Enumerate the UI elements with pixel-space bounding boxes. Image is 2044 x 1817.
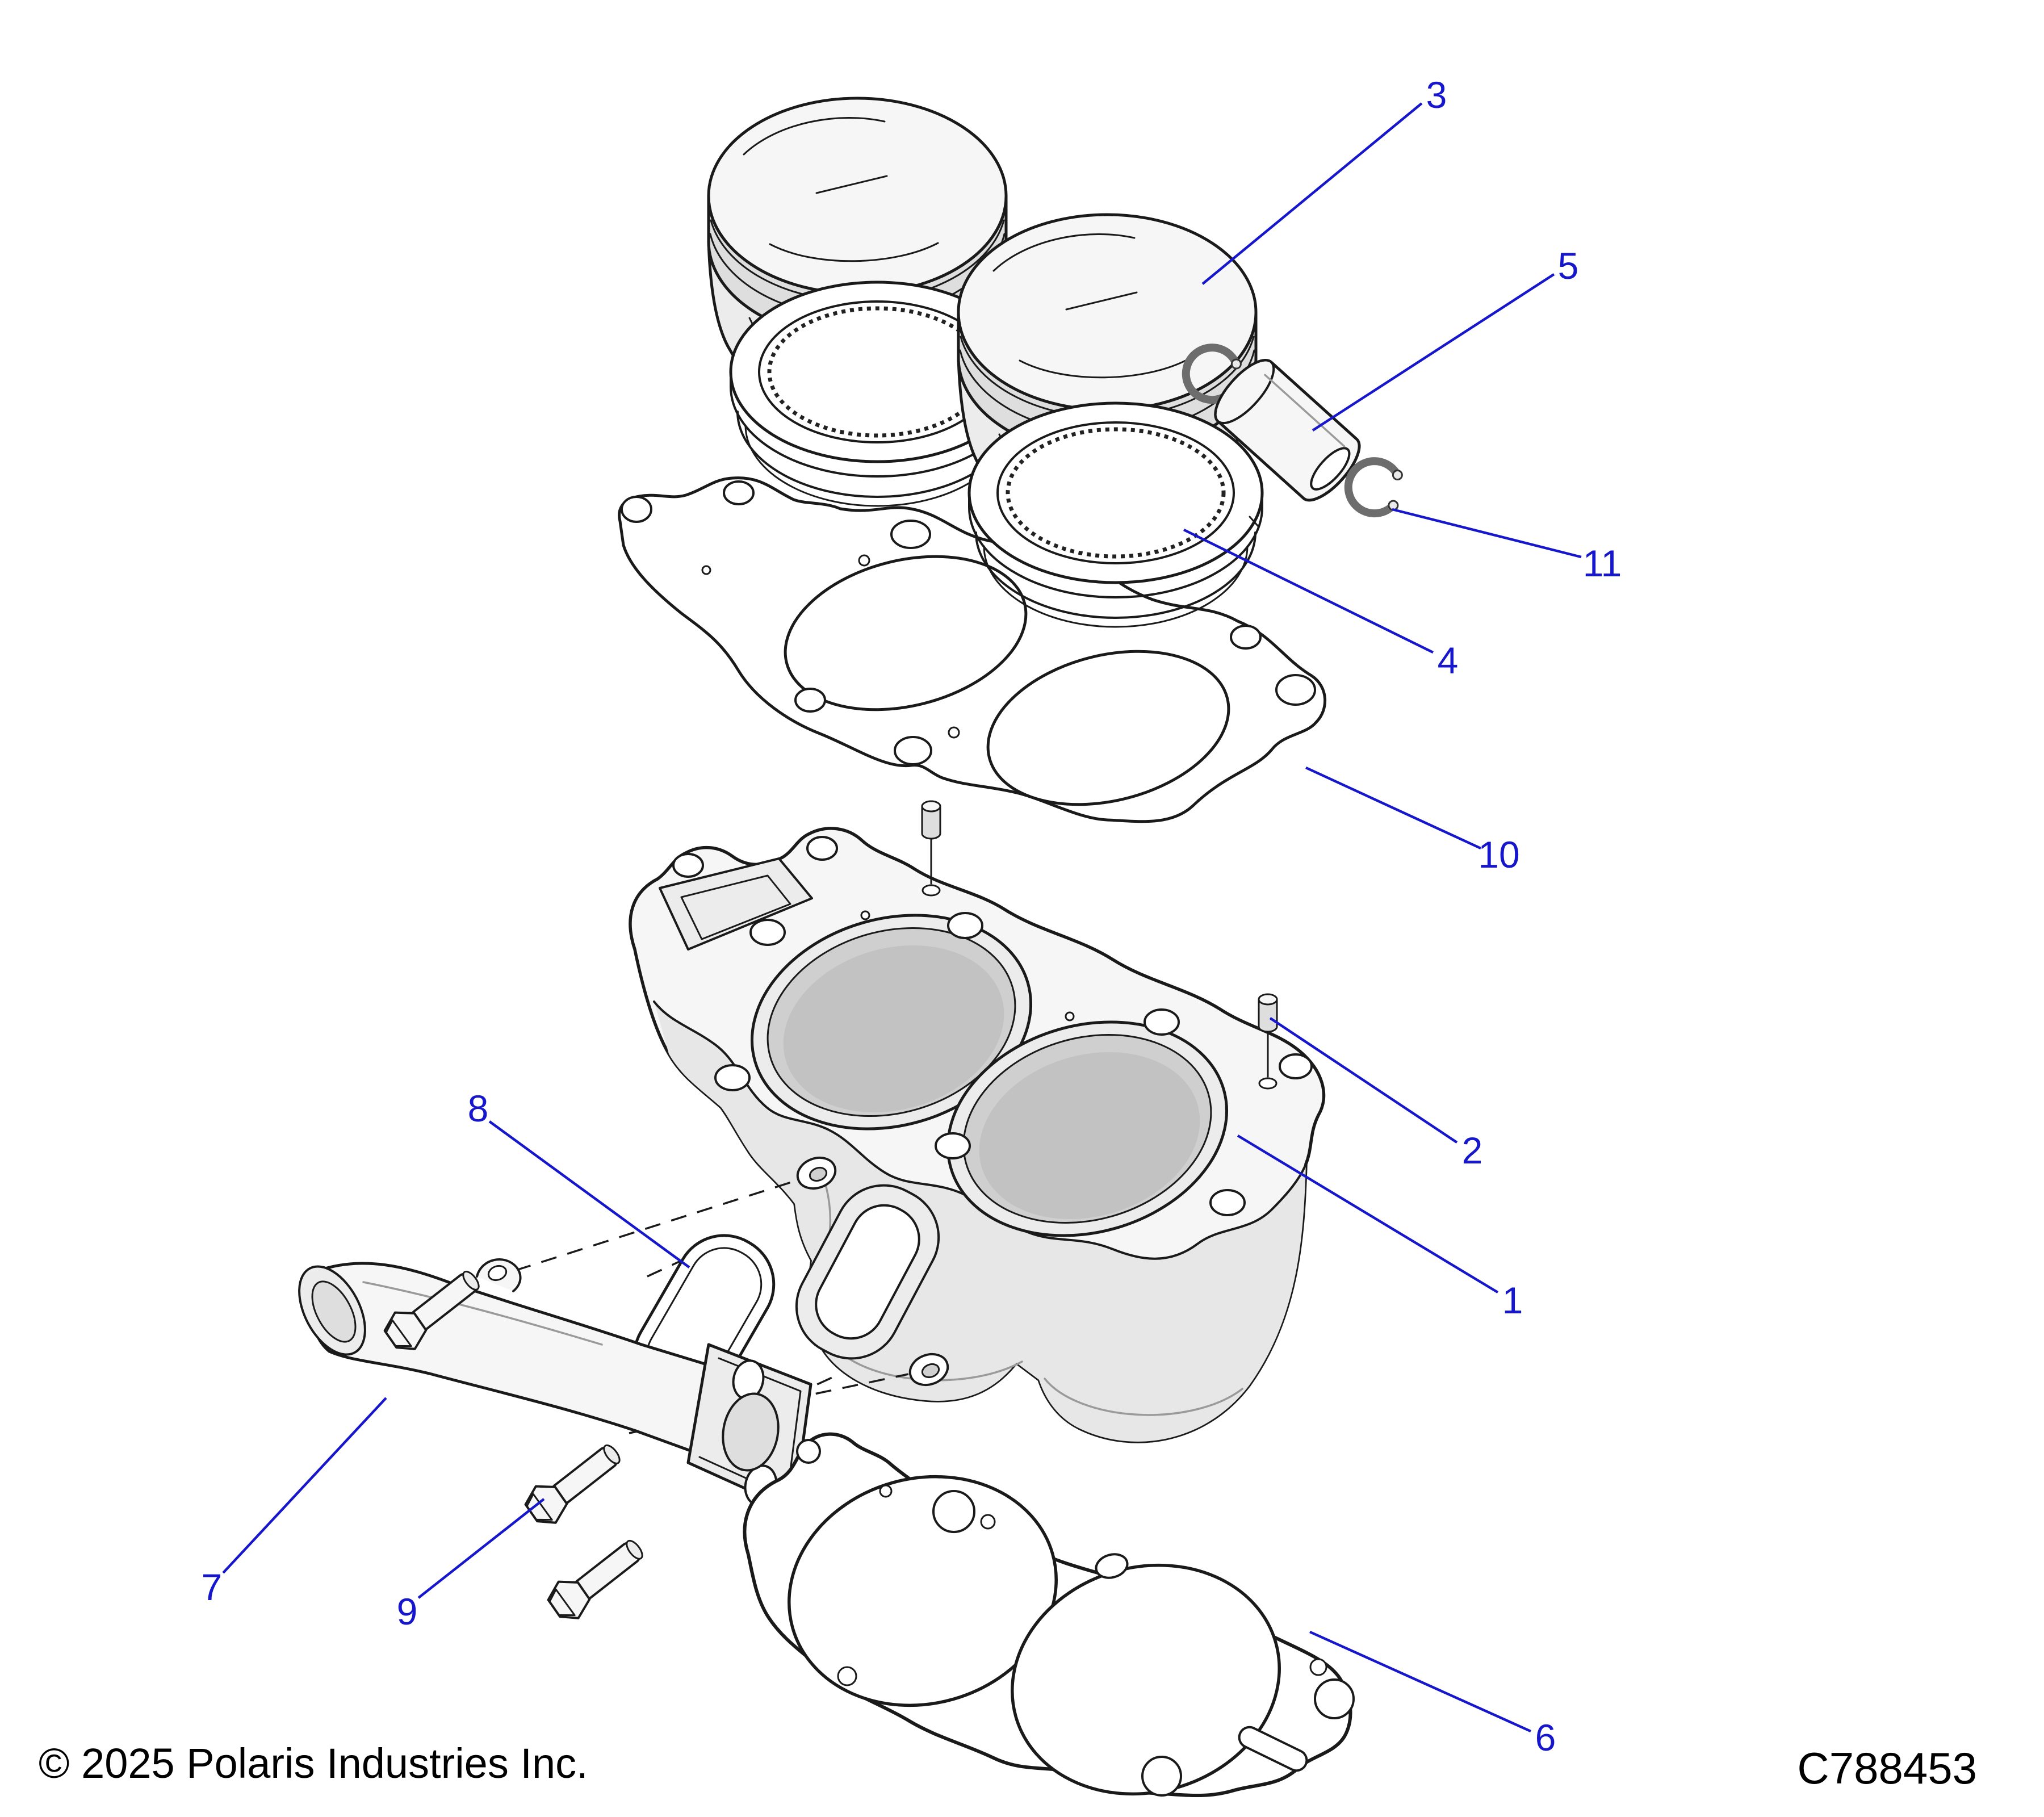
dowel-pin-right <box>1258 993 1278 1033</box>
cylinder-block <box>629 827 1326 1443</box>
callout-3-leader-line <box>1201 102 1423 285</box>
copyright-notice: © 2025 Polaris Industries Inc. <box>39 1740 588 1787</box>
flange-bolt-front <box>518 1433 629 1533</box>
head-gasket <box>618 476 1327 823</box>
callout-3-label: 3 <box>1426 74 1447 116</box>
wrist-pin <box>1214 359 1361 502</box>
callout-4-leader-line <box>1183 528 1434 654</box>
water-inlet-housing <box>298 1258 812 1512</box>
circlip-lower <box>1345 458 1404 517</box>
callout-1-label: 1 <box>1502 1279 1523 1321</box>
callout-9-leader-line <box>417 1498 545 1599</box>
callout-5-leader-line <box>1312 273 1555 432</box>
callout-7-label: 7 <box>202 1566 223 1608</box>
callout-7-leader-line <box>222 1397 387 1574</box>
callout-10-leader-line <box>1305 766 1481 850</box>
callout-1-leader-line <box>1237 1134 1499 1293</box>
callout-4-label: 4 <box>1438 639 1459 681</box>
callout-8-label: 8 <box>468 1087 489 1129</box>
base-gasket <box>743 1432 1355 1798</box>
callout-5-label: 5 <box>1558 245 1579 287</box>
callout-10-label: 10 <box>1478 834 1519 876</box>
callout-9-label: 9 <box>397 1590 418 1632</box>
flange-bolt-lower <box>541 1528 652 1628</box>
callout-layer: 3 5 11 4 10 2 1 8 7 9 6 <box>202 74 1622 1759</box>
callout-6-label: 6 <box>1535 1716 1556 1759</box>
diagram-part-code: C788453 <box>1797 1743 1977 1793</box>
callout-2-label: 2 <box>1462 1129 1483 1171</box>
callout-8-leader-line <box>488 1120 690 1268</box>
callout-11-label: 11 <box>1583 542 1622 584</box>
dowel-pin-left <box>921 800 941 840</box>
callout-11-leader-line <box>1392 508 1582 559</box>
callout-6-leader-line <box>1309 1630 1531 1733</box>
callout-2-leader-line <box>1269 1017 1458 1144</box>
